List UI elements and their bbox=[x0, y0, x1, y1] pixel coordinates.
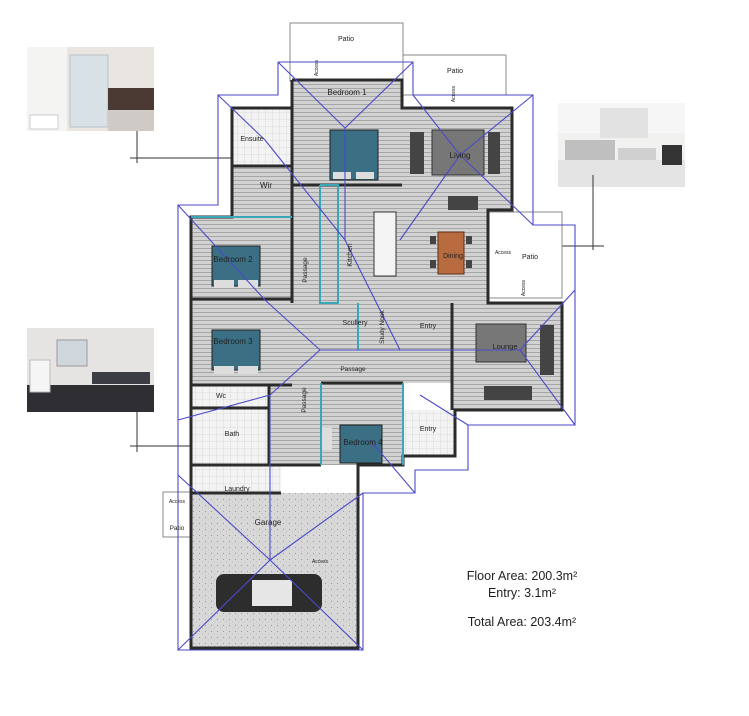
room-label-patio-right: Patio bbox=[522, 254, 538, 261]
room-label-passage-mid: Passage bbox=[340, 366, 366, 373]
room-label-entry-lower: Entry bbox=[420, 426, 437, 433]
kitchen-island bbox=[373, 211, 397, 277]
access-note-top: Access bbox=[314, 59, 320, 76]
room-label-bedroom-1: Bedroom 1 bbox=[327, 88, 367, 97]
ensuite-photo-thumbnail bbox=[27, 47, 154, 131]
bedroom1-bed bbox=[329, 129, 379, 181]
room-label-bedroom-2: Bedroom 2 bbox=[213, 255, 253, 264]
floor-area-text: Floor Area: 200.3m² bbox=[467, 569, 577, 583]
room-label-bedroom-4: Bedroom 4 bbox=[343, 438, 383, 447]
room-label-wc: Wc bbox=[216, 393, 227, 400]
bedroom4-bed bbox=[322, 424, 383, 464]
room-label-garage: Garage bbox=[255, 518, 282, 527]
internal-teal-walls bbox=[191, 184, 404, 465]
room-label-bath: Bath bbox=[225, 431, 240, 438]
room-label-passage-left: Passage bbox=[302, 257, 309, 283]
access-note-garage: Access bbox=[312, 559, 329, 565]
room-label-patio-left: Patio bbox=[170, 525, 185, 532]
room-label-ensuite: Ensuite bbox=[240, 136, 263, 143]
bathroom-photo-thumbnail bbox=[27, 328, 154, 412]
dining-table bbox=[430, 231, 472, 275]
room-label-dining: Dining bbox=[443, 253, 463, 260]
room-label-laundry: Laundry bbox=[224, 486, 250, 493]
bedroom3-bed bbox=[211, 329, 261, 374]
room-label-kitchen: Kitchen bbox=[347, 243, 354, 266]
room-label-lounge: Lounge bbox=[492, 342, 517, 351]
room-label-entry-upper: Entry bbox=[420, 323, 437, 330]
room-label-wir: Wir bbox=[260, 181, 272, 190]
entry-area-text: Entry: 3.1m² bbox=[488, 586, 556, 600]
room-label-patio-upper-right: Patio bbox=[447, 68, 463, 75]
room-label-passage-lower: Passage bbox=[301, 387, 308, 413]
roofline-overlay bbox=[177, 61, 576, 651]
car bbox=[216, 574, 322, 612]
access-note-living: Access bbox=[451, 85, 457, 102]
room-label-living: Living bbox=[450, 151, 471, 160]
room-label-bedroom-3: Bedroom 3 bbox=[213, 337, 253, 346]
room-label-patio-top: Patio bbox=[338, 36, 354, 43]
bedroom2-bed bbox=[211, 245, 261, 288]
kitchen-photo-thumbnail bbox=[558, 103, 685, 187]
room-label-study-nook: Study Nook bbox=[379, 309, 386, 343]
access-note-patio: Access bbox=[495, 250, 512, 256]
access-note-laundry: Access bbox=[169, 499, 186, 505]
total-area-text: Total Area: 203.4m² bbox=[468, 615, 576, 629]
room-label-scullery: Scullery bbox=[343, 320, 368, 327]
access-note-lounge: Access bbox=[521, 279, 527, 296]
